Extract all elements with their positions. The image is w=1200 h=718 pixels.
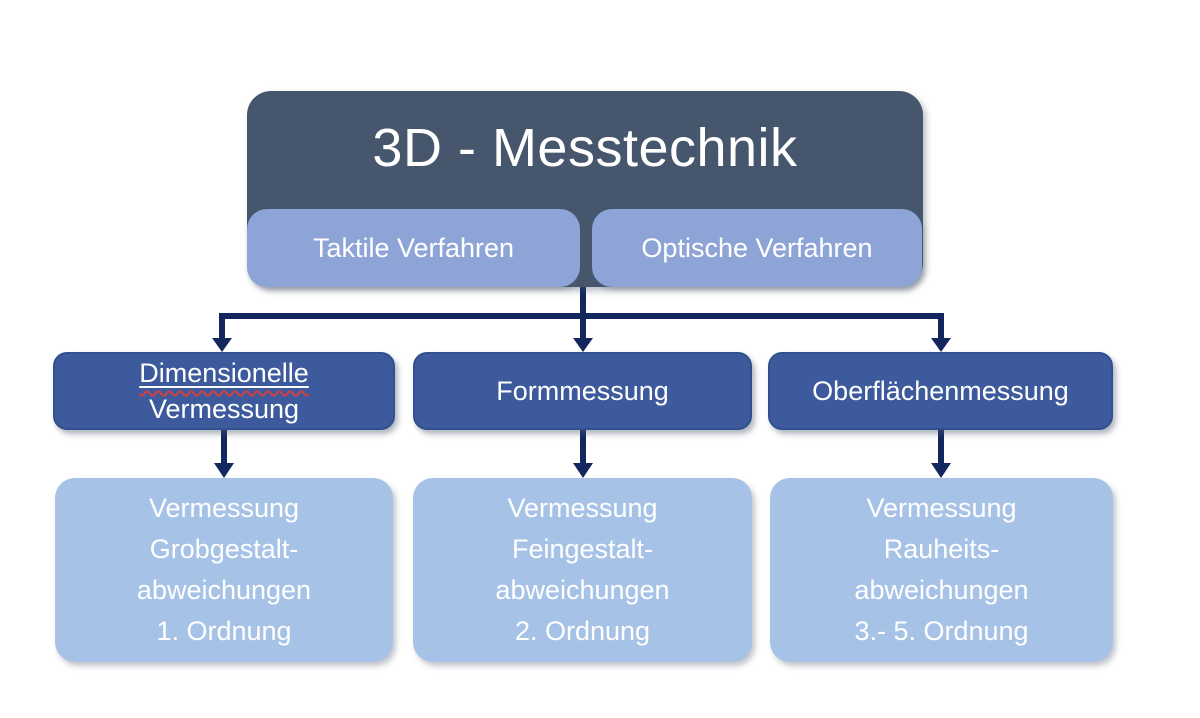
category-box-oberflaechenmessung: Oberflächenmessung: [768, 352, 1113, 430]
detail-1-line-2: Grobgestalt-: [149, 534, 299, 564]
detail-3-line-2: Rauheits-: [883, 534, 1000, 564]
branch-label-optische: Optische Verfahren: [641, 232, 873, 263]
arrowhead-det-left-icon: [214, 463, 234, 478]
detail-3-line-4: 3.- 5. Ordnung: [854, 616, 1029, 646]
detail-2-line-4: 2. Ordnung: [514, 616, 651, 646]
category-box-dimensionelle: Dimensionelle Vermessung: [53, 352, 395, 430]
diagram-title: 3D - Messtechnik: [372, 118, 798, 178]
arrowhead-det-mid-icon: [573, 463, 593, 478]
category-label-formmessung: Formmessung: [496, 376, 669, 406]
detail-box-rauheits: Vermessung Rauheits- abweichungen 3.- 5.…: [770, 478, 1113, 662]
detail-box-feingestalt: Vermessung Feingestalt- abweichungen 2. …: [413, 478, 752, 662]
detail-2-line-1: Vermessung: [507, 493, 658, 523]
detail-1-line-4: 1. Ordnung: [156, 616, 292, 646]
detail-2-line-3: abweichungen: [495, 575, 670, 605]
category-label-oberflaechenmessung: Oberflächenmessung: [812, 376, 1069, 406]
detail-1-line-3: abweichungen: [136, 575, 312, 605]
detail-2-line-2: Feingestalt-: [511, 534, 654, 564]
branch-label-taktile: Taktile Verfahren: [312, 232, 515, 263]
branch-box-optische: Optische Verfahren: [592, 209, 922, 287]
arrowhead-cat-left-icon: [212, 338, 232, 352]
category-box-formmessung: Formmessung: [413, 352, 752, 430]
category-label-dimensionelle-line1: Dimensionelle: [139, 358, 309, 388]
arrowhead-det-right-icon: [931, 463, 951, 478]
detail-box-grobgestalt: Vermessung Grobgestalt- abweichungen 1. …: [55, 478, 393, 662]
detail-3-line-1: Vermessung: [866, 493, 1017, 523]
arrowhead-cat-mid-icon: [573, 338, 593, 352]
detail-3-line-3: abweichungen: [854, 575, 1029, 605]
category-label-dimensionelle-line2: Vermessung: [148, 394, 300, 424]
branch-box-taktile: Taktile Verfahren: [247, 209, 580, 287]
arrowhead-cat-right-icon: [931, 338, 951, 352]
detail-1-line-1: Vermessung: [148, 493, 300, 523]
spellcheck-underline: Dimensionelle: [139, 355, 309, 391]
